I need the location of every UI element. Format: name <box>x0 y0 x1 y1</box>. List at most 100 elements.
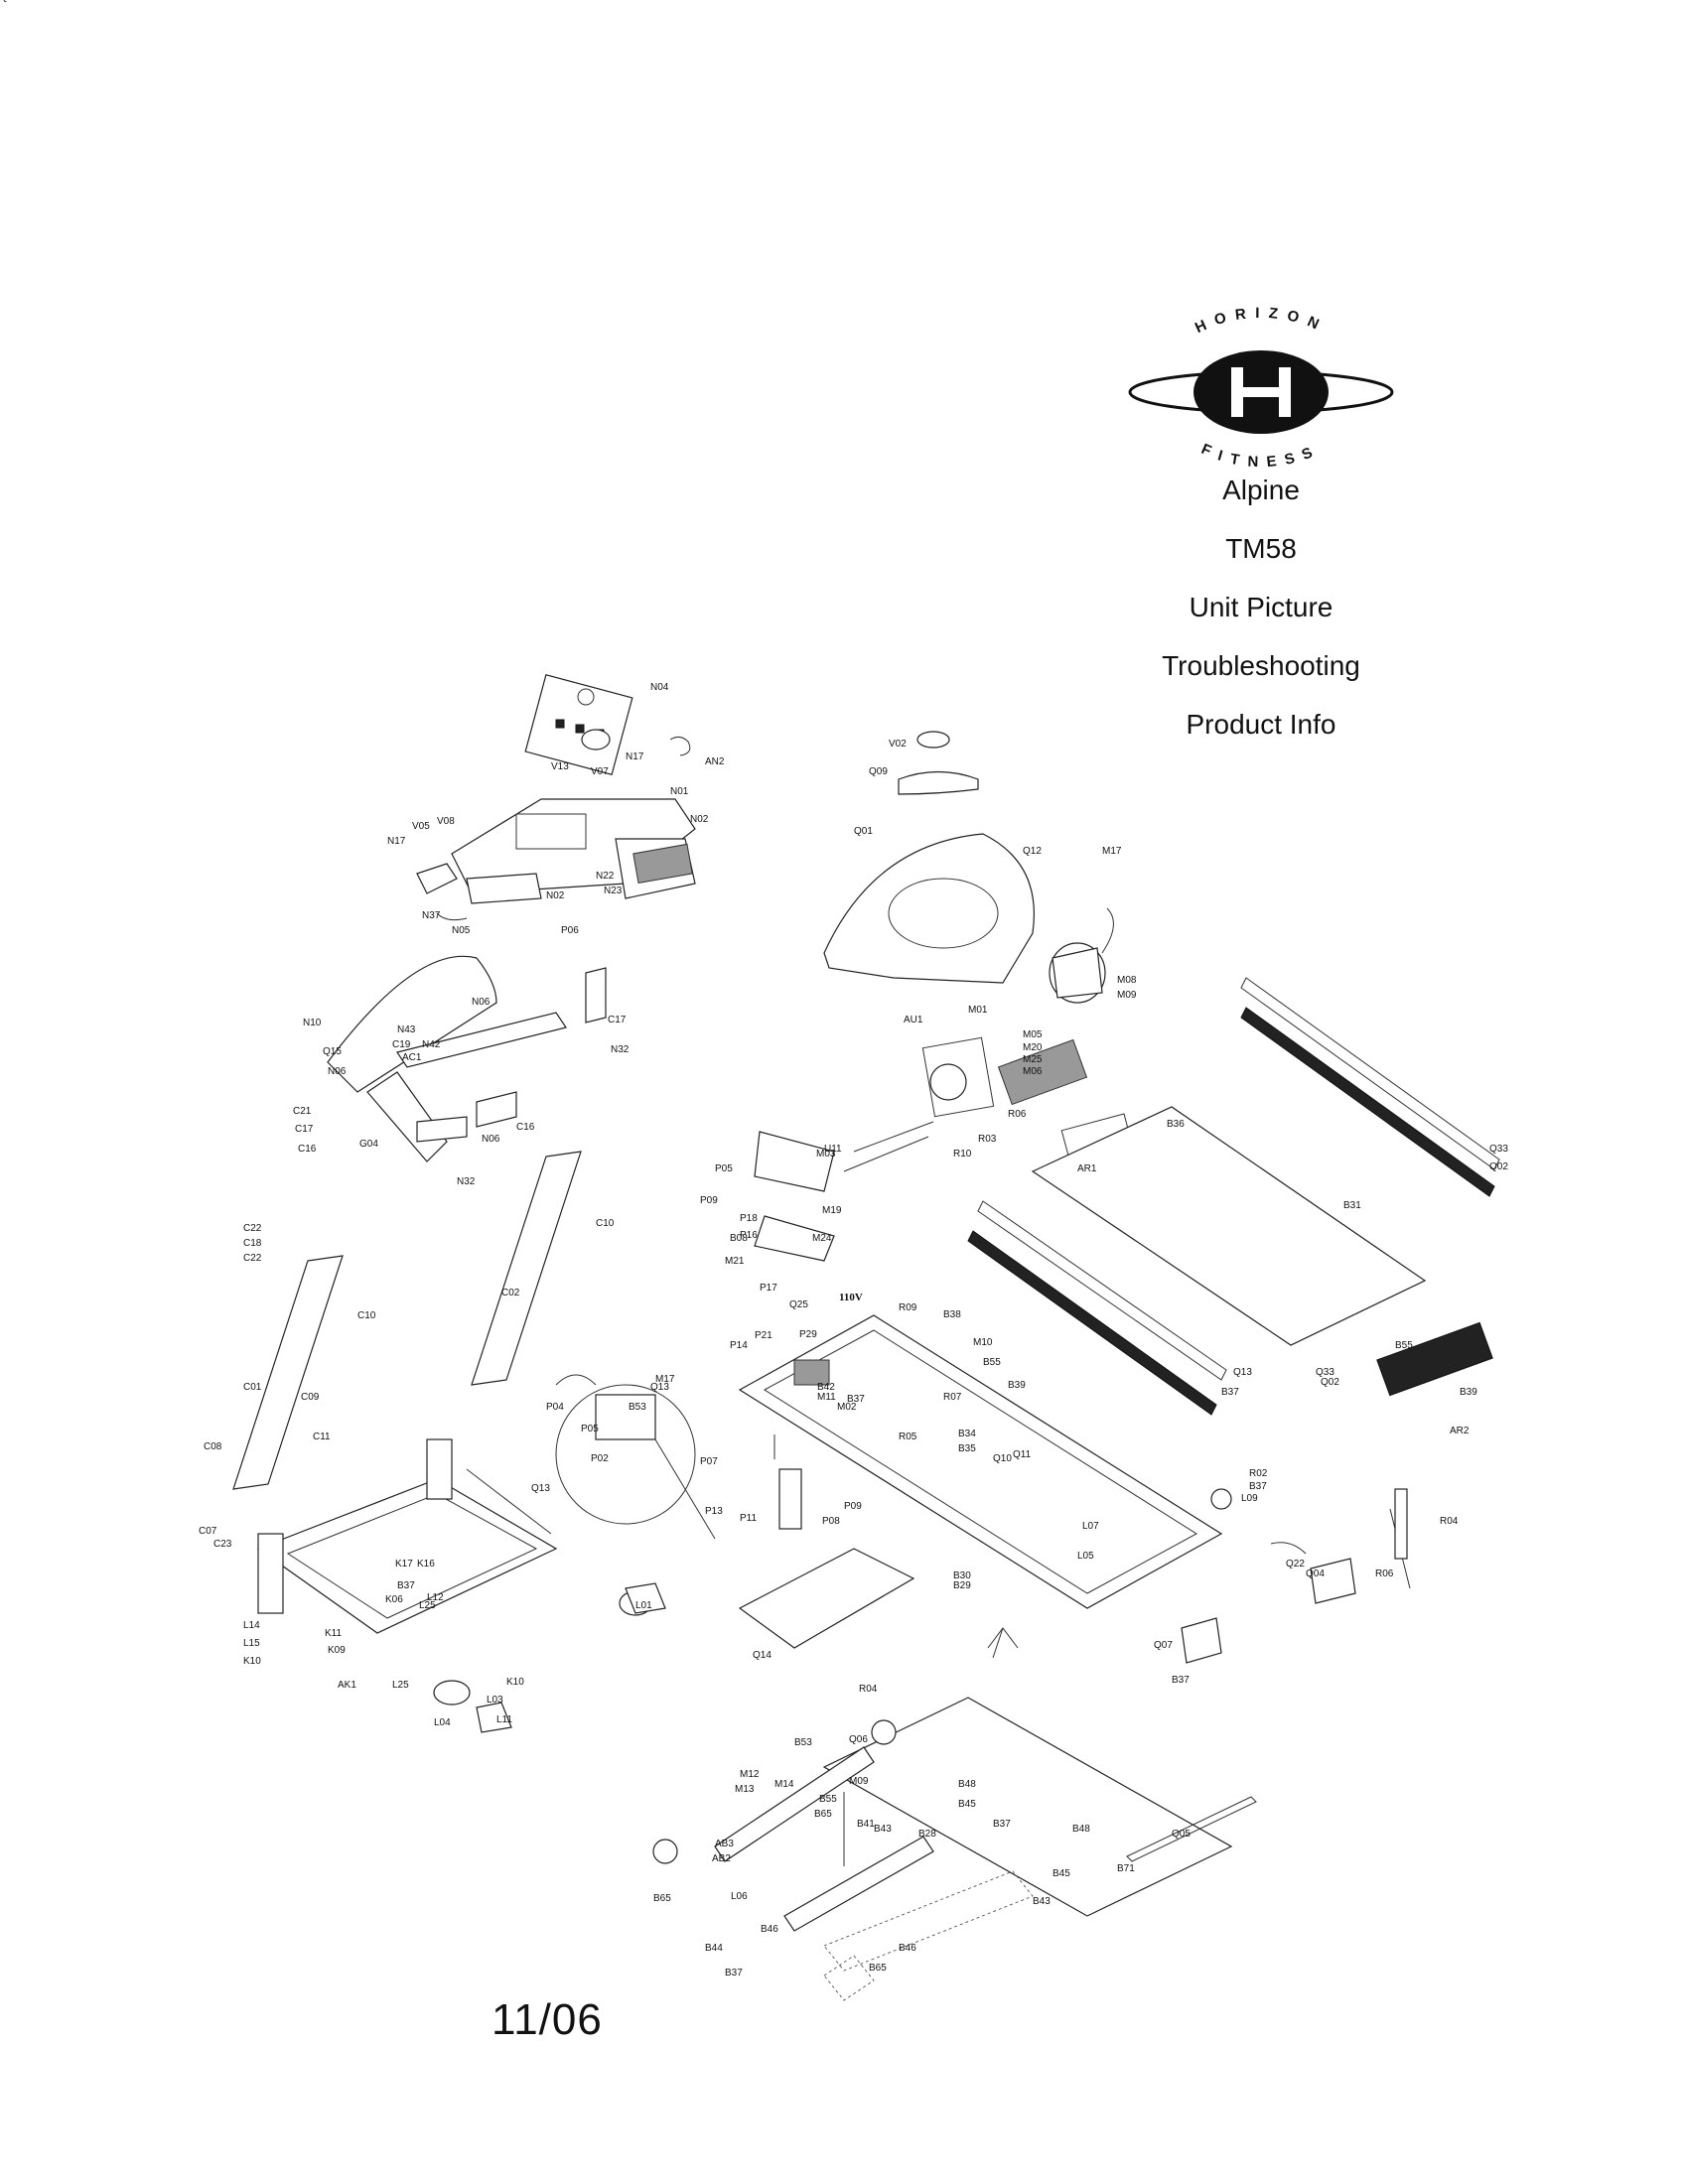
part-label: B39 <box>1460 1387 1477 1398</box>
part-label: B37 <box>1172 1675 1190 1686</box>
part-label: N32 <box>457 1176 476 1187</box>
part-label: K10 <box>243 1656 261 1667</box>
part-label: V08 <box>437 816 455 827</box>
part-label: R03 <box>978 1134 997 1145</box>
part-label: B71 <box>1117 1863 1135 1874</box>
part-label: K06 <box>385 1594 403 1605</box>
part-label: B65 <box>869 1963 887 1974</box>
part-label: M12 <box>740 1769 760 1780</box>
part-label: B36 <box>1167 1119 1185 1130</box>
part-label: C02 <box>501 1288 520 1298</box>
part-label: R10 <box>953 1149 972 1160</box>
part-label: M14 <box>774 1779 794 1790</box>
part-label: B53 <box>629 1402 646 1413</box>
part-label: N23 <box>604 886 623 896</box>
part-label: B55 <box>983 1357 1001 1368</box>
part-label: B44 <box>705 1943 723 1954</box>
electronics-detail <box>555 1131 835 1540</box>
part-label: Q12 <box>1023 846 1042 857</box>
part-label: B53 <box>794 1737 812 1748</box>
part-label: B39 <box>1008 1380 1026 1391</box>
part-label: Q02 <box>1489 1161 1508 1172</box>
part-label: Q05 <box>1172 1829 1191 1840</box>
upright-frame <box>232 955 607 1490</box>
part-label: B42 <box>817 1382 835 1393</box>
part-label: L14 <box>243 1620 260 1631</box>
part-label: N22 <box>596 871 615 882</box>
part-label: AK1 <box>338 1680 356 1691</box>
part-label: N32 <box>611 1044 630 1055</box>
part-label: B45 <box>1052 1868 1070 1879</box>
part-label: R04 <box>859 1684 878 1695</box>
part-label: B43 <box>1033 1896 1051 1907</box>
main-frame <box>738 1314 1223 1609</box>
part-label: M05 <box>1023 1029 1043 1040</box>
part-label: Q11 <box>1013 1449 1032 1460</box>
part-label: P02 <box>591 1453 609 1464</box>
svg-text:HORIZON: HORIZON <box>1193 305 1330 337</box>
part-label: B55 <box>1395 1340 1413 1351</box>
part-label: P05 <box>715 1163 733 1174</box>
horizon-fitness-logo: HORIZON FITNESS <box>1128 305 1394 467</box>
part-label: P06 <box>561 925 579 936</box>
part-label: C16 <box>516 1122 535 1133</box>
part-label: Q33 <box>1316 1367 1334 1378</box>
part-label: B08 <box>730 1233 748 1244</box>
part-label: Q22 <box>1286 1559 1305 1570</box>
part-label: P16 <box>740 1230 758 1241</box>
part-label: B37 <box>847 1394 865 1405</box>
part-label: K16 <box>417 1559 435 1570</box>
part-label: M25 <box>1023 1054 1043 1065</box>
troubleshooting-link[interactable]: Troubleshooting <box>1162 650 1360 681</box>
part-label: M09 <box>1117 990 1137 1001</box>
part-label: N10 <box>303 1018 322 1028</box>
part-label: C11 <box>313 1432 331 1442</box>
part-label: B37 <box>1249 1481 1267 1492</box>
part-label: B30 <box>953 1570 971 1581</box>
unit-picture-link[interactable]: Unit Picture <box>1189 592 1333 622</box>
part-label: Q15 <box>323 1046 342 1057</box>
part-label: AR2 <box>1450 1426 1470 1436</box>
part-label: P04 <box>546 1402 564 1413</box>
part-label: M06 <box>1023 1066 1043 1077</box>
part-label: M17 <box>1102 846 1122 857</box>
model-menu: Alpine TM58 Unit Picture Troubleshooting… <box>1102 475 1420 767</box>
part-label: B65 <box>814 1809 832 1820</box>
part-label: Q10 <box>993 1453 1012 1464</box>
product-info-link[interactable]: Product Info <box>1186 709 1336 740</box>
console-assembly <box>416 673 696 921</box>
part-label: P18 <box>740 1213 758 1224</box>
part-label: M19 <box>822 1205 842 1216</box>
part-label: N02 <box>690 814 709 825</box>
part-label: M11 <box>817 1392 836 1403</box>
part-label: L12 <box>427 1592 444 1603</box>
part-label: B55 <box>819 1794 837 1805</box>
part-label: C19 <box>392 1039 411 1050</box>
part-label: C22 <box>243 1223 262 1234</box>
part-label: M21 <box>725 1256 745 1267</box>
part-label: N06 <box>472 997 491 1008</box>
part-label: Q33 <box>1489 1144 1508 1155</box>
part-label: Q13 <box>650 1382 669 1393</box>
model-name: Alpine <box>1222 475 1300 505</box>
lower-cover <box>738 1548 1257 1917</box>
part-label: B37 <box>725 1968 743 1979</box>
part-label: AC1 <box>402 1052 422 1063</box>
part-label: N05 <box>452 925 471 936</box>
part-label: V05 <box>412 821 430 832</box>
part-label: B31 <box>1343 1200 1361 1211</box>
part-label: U11 <box>824 1144 842 1155</box>
part-label: N43 <box>397 1024 416 1035</box>
part-label: N42 <box>422 1039 441 1050</box>
part-label: N37 <box>422 910 441 921</box>
part-label: N17 <box>626 751 644 762</box>
part-label: P21 <box>755 1330 772 1341</box>
part-label: B37 <box>1221 1387 1239 1398</box>
part-label: Q02 <box>1321 1377 1339 1388</box>
part-label: M03 <box>816 1149 836 1160</box>
part-label: C21 <box>293 1106 312 1117</box>
voltage-label: 110V <box>839 1292 863 1303</box>
part-label: G04 <box>359 1139 378 1150</box>
part-label: P08 <box>822 1516 840 1527</box>
